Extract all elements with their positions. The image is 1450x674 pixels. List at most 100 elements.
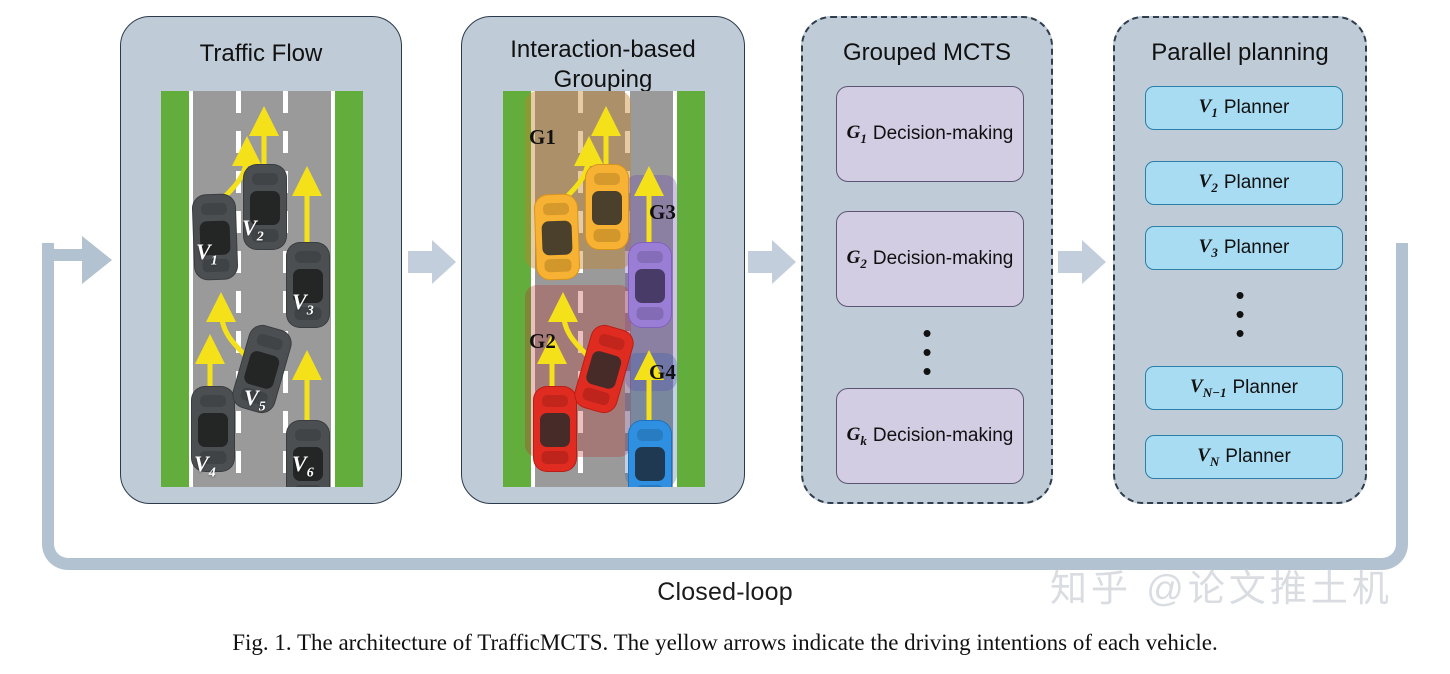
vehicle-label-v5-name: V <box>244 385 259 410</box>
group-label-g1: G1 <box>529 125 556 149</box>
vehicle-car-g1-a <box>534 194 580 280</box>
edge-line-left <box>531 91 535 487</box>
vehicle-car-3 <box>287 243 329 327</box>
vehicle-label-v1-index: 1 <box>210 253 218 269</box>
vehicle-label-v3: V3 <box>292 289 314 319</box>
planner-item-vn-symbol: VN <box>1197 445 1219 470</box>
car-hood <box>542 395 568 407</box>
closed-loop-path <box>42 243 1408 570</box>
vehicle-car-g2-a <box>534 387 576 471</box>
car-trunk <box>636 485 664 487</box>
flow-arrow-3 <box>1058 240 1106 284</box>
vehicle-label-v2-index: 2 <box>256 229 264 245</box>
planner-item-v3[interactable]: V3 Planner <box>1145 226 1343 270</box>
vehicle-car-g4 <box>629 421 671 487</box>
planner-item-v1[interactable]: V1 Planner <box>1145 86 1343 130</box>
vehicle-label-v6-name: V <box>292 451 307 476</box>
car-hood <box>637 251 663 263</box>
mcts-item-g1-label: Decision-making <box>872 123 1014 144</box>
mcts-ellipsis-dot-2: • <box>922 337 932 367</box>
mcts-ellipsis-dot-3: • <box>922 356 932 386</box>
planner-item-vn-1-symbol: VN−1 <box>1190 376 1226 401</box>
panel-traffic-flow[interactable]: Traffic Flow <box>120 16 402 504</box>
vehicle-label-v2-name: V <box>242 215 257 240</box>
planner-item-v1-symbol-base: V <box>1198 95 1212 117</box>
mcts-item-gk-symbol-base: G <box>846 423 861 445</box>
figure-caption: Fig. 1. The architecture of TrafficMCTS.… <box>232 630 1218 655</box>
watermark: 知乎 @论文推土机 <box>1050 568 1393 609</box>
panel-grouped-mcts[interactable]: Grouped MCTS G1 Decision-making G2 Decis… <box>801 16 1053 504</box>
planner-item-vn-1[interactable]: VN−1 Planner <box>1145 366 1343 410</box>
car-roof <box>250 191 280 225</box>
car-hood <box>200 202 228 216</box>
car-trunk <box>593 229 621 242</box>
car-trunk <box>294 307 322 320</box>
vehicle-label-v2: V2 <box>242 215 264 245</box>
group-label-g2: G2 <box>529 329 556 353</box>
vehicle-car-g3 <box>629 243 671 327</box>
car-roof <box>198 413 228 447</box>
panel-title-interaction-grouping-text: Interaction-based Grouping <box>510 36 696 93</box>
vehicle-car-2 <box>244 165 286 249</box>
car-roof <box>635 447 665 481</box>
planner-item-v1-label: Planner <box>1223 97 1290 118</box>
car-trunk <box>636 307 664 320</box>
planner-item-vn[interactable]: VN Planner <box>1145 435 1343 479</box>
mcts-item-g2[interactable]: G2 Decision-making <box>836 211 1024 307</box>
mcts-item-g2-symbol: G2 <box>847 247 867 272</box>
planner-item-v1-symbol: V1 <box>1199 96 1218 121</box>
panel-interaction-grouping[interactable]: Interaction-based Grouping <box>461 16 745 504</box>
flow-arrow-head <box>772 240 796 284</box>
edge-line-right <box>331 91 335 487</box>
car-hood <box>200 395 226 407</box>
planner-item-v1-symbol-sub: 1 <box>1211 104 1218 120</box>
group-label-g4: G4 <box>649 360 676 384</box>
planner-item-v3-symbol-base: V <box>1198 235 1212 257</box>
car-hood <box>295 251 321 263</box>
mcts-item-g1-symbol-base: G <box>846 121 861 143</box>
grass-left <box>161 91 189 487</box>
flow-arrow-head <box>1082 240 1106 284</box>
car-trunk <box>541 451 569 464</box>
mcts-item-g1-symbol-sub: 1 <box>860 130 867 146</box>
lane-divider-1 <box>236 91 241 487</box>
road-scene-grouping <box>503 91 705 487</box>
planner-item-vn-label: Planner <box>1225 446 1291 467</box>
vehicle-car-4 <box>192 387 234 471</box>
vehicle-label-v5: V5 <box>244 385 266 415</box>
planner-ellipsis: • • • <box>1115 280 1365 346</box>
closed-loop-arrow-head <box>82 236 112 284</box>
edge-line-right <box>673 91 677 487</box>
vehicle-label-v5-index: 5 <box>258 399 266 415</box>
flow-arrow-shaft <box>748 251 774 273</box>
car-hood <box>542 202 570 216</box>
lane-divider-1 <box>578 91 583 487</box>
panel-parallel-planning[interactable]: Parallel planning V1 Planner V2 Planner … <box>1113 16 1367 504</box>
planner-ellipsis-dot-1: • <box>1235 280 1245 310</box>
planner-item-v2-symbol-sub: 2 <box>1211 179 1218 195</box>
car-roof <box>293 269 323 303</box>
car-hood <box>594 173 620 185</box>
car-hood <box>252 173 278 185</box>
planner-item-vn-1-symbol-sub: N−1 <box>1202 384 1227 400</box>
mcts-item-g1[interactable]: G1 Decision-making <box>836 86 1024 182</box>
flow-arrow-2 <box>748 240 796 284</box>
grass-right <box>335 91 363 487</box>
flow-arrow-1 <box>408 240 456 284</box>
closed-loop-label: Closed-loop <box>657 578 793 606</box>
planner-item-v3-symbol-sub: 3 <box>1211 244 1218 260</box>
flow-arrow-head <box>432 240 456 284</box>
vehicle-label-v4-name: V <box>194 451 209 476</box>
vehicle-label-v1-name: V <box>196 239 211 264</box>
vehicle-label-v1: V1 <box>196 239 218 269</box>
car-hood <box>637 429 663 441</box>
mcts-item-gk-label: Decision-making <box>872 425 1014 446</box>
edge-line-left <box>189 91 193 487</box>
planner-item-v2[interactable]: V2 Planner <box>1145 161 1343 205</box>
vehicle-car-6 <box>287 421 329 487</box>
vehicle-label-v4: V4 <box>194 451 216 481</box>
mcts-item-gk[interactable]: Gk Decision-making <box>836 388 1024 484</box>
car-hood <box>597 332 626 352</box>
car-roof <box>635 269 665 303</box>
mcts-item-g2-symbol-sub: 2 <box>860 255 867 271</box>
